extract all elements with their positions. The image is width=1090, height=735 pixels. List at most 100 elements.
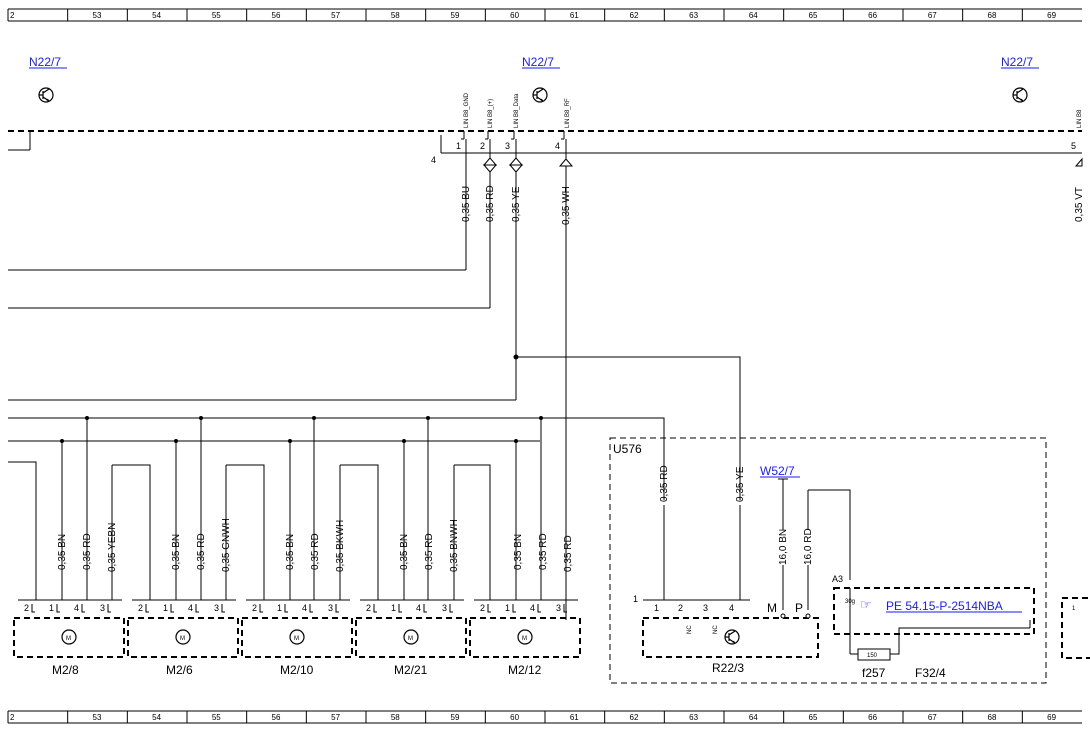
r22-pin-4: 4 bbox=[729, 603, 734, 613]
ruler-bottom-cell-16: 68 bbox=[988, 713, 997, 722]
motor-symbol: M bbox=[408, 636, 413, 642]
ruler-bottom-cell-0: 2 bbox=[10, 713, 15, 722]
motor-icon bbox=[289, 629, 305, 645]
signal-label-cut: LIN B8 bbox=[1077, 109, 1083, 128]
signal-label-rf: LIN B8_RF bbox=[565, 98, 571, 128]
motor-pin: 2 bbox=[252, 603, 257, 613]
ruler-top-cell-0: 2 bbox=[10, 11, 15, 20]
bus-pin-4-left: 4 bbox=[431, 155, 436, 165]
ruler-top-cell-9: 61 bbox=[570, 11, 579, 20]
ruler-top-cell-2: 54 bbox=[152, 11, 161, 20]
transistor-icon bbox=[532, 87, 548, 103]
motor-pin: 1 bbox=[391, 603, 396, 613]
u576-wire-bn16: 16,0 BN bbox=[778, 529, 789, 565]
motor-pin: 3 bbox=[328, 603, 333, 613]
motor-wire-label: 0,35 RD bbox=[196, 533, 207, 570]
r22-label[interactable]: R22/3 bbox=[712, 661, 744, 675]
ruler-bottom-cell-8: 60 bbox=[510, 713, 519, 722]
reference-link[interactable]: PE 54.15-P-2514NBA bbox=[886, 599, 1003, 613]
r22-nc-2: NC bbox=[687, 625, 693, 634]
ruler-top-cell-17: 69 bbox=[1047, 11, 1056, 20]
motor-pin: 1 bbox=[163, 603, 168, 613]
ruler-top-cell-13: 65 bbox=[809, 11, 818, 20]
motor-pin: 4 bbox=[74, 603, 79, 613]
motor-wire-label: 0,35 RD bbox=[538, 533, 549, 570]
u576-label[interactable]: U576 bbox=[613, 442, 642, 456]
motor-wire-label: 0,35 BN bbox=[171, 534, 182, 570]
ruler-top-cell-10: 62 bbox=[630, 11, 639, 20]
ruler-top-cell-12: 64 bbox=[749, 11, 758, 20]
signal-label-data: LIN B8_Data bbox=[514, 93, 520, 128]
motor-label[interactable]: M2/6 bbox=[166, 663, 193, 677]
motor-wire-label: 0,35 RD bbox=[424, 533, 435, 570]
w52-label[interactable]: W52/7 bbox=[760, 464, 795, 478]
ruler-bottom-cell-12: 64 bbox=[749, 713, 758, 722]
motor-wire-label: 0,35 BN bbox=[57, 534, 68, 570]
bus-pin-5: 5 bbox=[1071, 141, 1076, 151]
motor-pin: 4 bbox=[188, 603, 193, 613]
motor-wire-label: 0,35 YEBN bbox=[107, 523, 118, 572]
r22-nc-3: NC bbox=[713, 625, 719, 634]
motor-pin: 3 bbox=[556, 603, 561, 613]
motor-pin: 4 bbox=[530, 603, 535, 613]
ruler-bottom-cell-10: 62 bbox=[630, 713, 639, 722]
n22-label-center[interactable]: N22/7 bbox=[522, 55, 554, 69]
f32-label[interactable]: F32/4 bbox=[915, 666, 946, 680]
ruler-top-cell-16: 68 bbox=[988, 11, 997, 20]
motor-label[interactable]: M2/12 bbox=[508, 663, 542, 677]
r22-pin-2: 2 bbox=[678, 603, 683, 613]
bus-wire-label-rd: 0,35 RD bbox=[485, 185, 496, 222]
ruler-top-cell-4: 56 bbox=[272, 11, 281, 20]
bus-pin-3: 3 bbox=[505, 141, 510, 151]
r22-pin-1-outer: 1 bbox=[633, 594, 638, 604]
u576-wire-ye: 0,35 YE bbox=[735, 466, 746, 502]
bus-wire-label-bu: 0,35 BU bbox=[461, 186, 472, 222]
motor-pin: 2 bbox=[24, 603, 29, 613]
motor-label[interactable]: M2/8 bbox=[52, 663, 79, 677]
u576-wire-rd16: 16,0 RD bbox=[803, 528, 814, 565]
bus-wire-label-ye: 0,35 YE bbox=[511, 186, 522, 222]
motor-label[interactable]: M2/10 bbox=[280, 663, 314, 677]
bus-pin-1: 1 bbox=[456, 141, 461, 151]
transistor-icon bbox=[38, 87, 54, 103]
r22-pin-m: M bbox=[767, 601, 777, 615]
ruler-bottom-cell-9: 61 bbox=[570, 713, 579, 722]
motor-symbol: M bbox=[522, 636, 527, 642]
motor-symbol: M bbox=[294, 636, 299, 642]
motor-pin: 4 bbox=[302, 603, 307, 613]
bus-pin-2: 2 bbox=[480, 141, 485, 151]
right-block-pin: 1 bbox=[1072, 606, 1076, 612]
motor-wire-label: 0,35 BN bbox=[513, 534, 524, 570]
fuse-icon bbox=[857, 648, 891, 661]
u576-wire-rd: 0,35 RD bbox=[659, 465, 670, 502]
motor-icon bbox=[175, 629, 191, 645]
ruler-bottom-cell-6: 58 bbox=[391, 713, 400, 722]
motor-pin: 3 bbox=[442, 603, 447, 613]
pointer-hand-icon: ☞ bbox=[860, 597, 872, 612]
bus-wire-label-vt: 0,35 VT bbox=[1074, 187, 1085, 222]
motor-wire-label: 0,35 RD bbox=[310, 533, 321, 570]
motor-pin: 2 bbox=[366, 603, 371, 613]
n22-label-left[interactable]: N22/7 bbox=[29, 55, 61, 69]
motor-label[interactable]: M2/21 bbox=[394, 663, 428, 677]
ruler-top-cell-15: 67 bbox=[928, 11, 937, 20]
motor-pin: 2 bbox=[480, 603, 485, 613]
r22-pin-3: 3 bbox=[703, 603, 708, 613]
bus-wire-label-wh: 0,35 WH bbox=[561, 186, 572, 225]
r22-pin-1: 1 bbox=[654, 603, 659, 613]
n22-label-right[interactable]: N22/7 bbox=[1001, 55, 1033, 69]
motor-wire-label: 0,35 RD bbox=[563, 535, 574, 572]
fuse-label[interactable]: f257 bbox=[862, 666, 886, 680]
ruler-bottom-cell-14: 66 bbox=[868, 713, 877, 722]
ruler-bottom-cell-11: 63 bbox=[689, 713, 698, 722]
signal-label-gnd: LIN B8_GND bbox=[464, 92, 470, 128]
motor-wire-label: 0,35 BN bbox=[399, 534, 410, 570]
ruler-bottom-cell-17: 69 bbox=[1047, 713, 1056, 722]
fuse-value: 150 bbox=[867, 653, 878, 659]
